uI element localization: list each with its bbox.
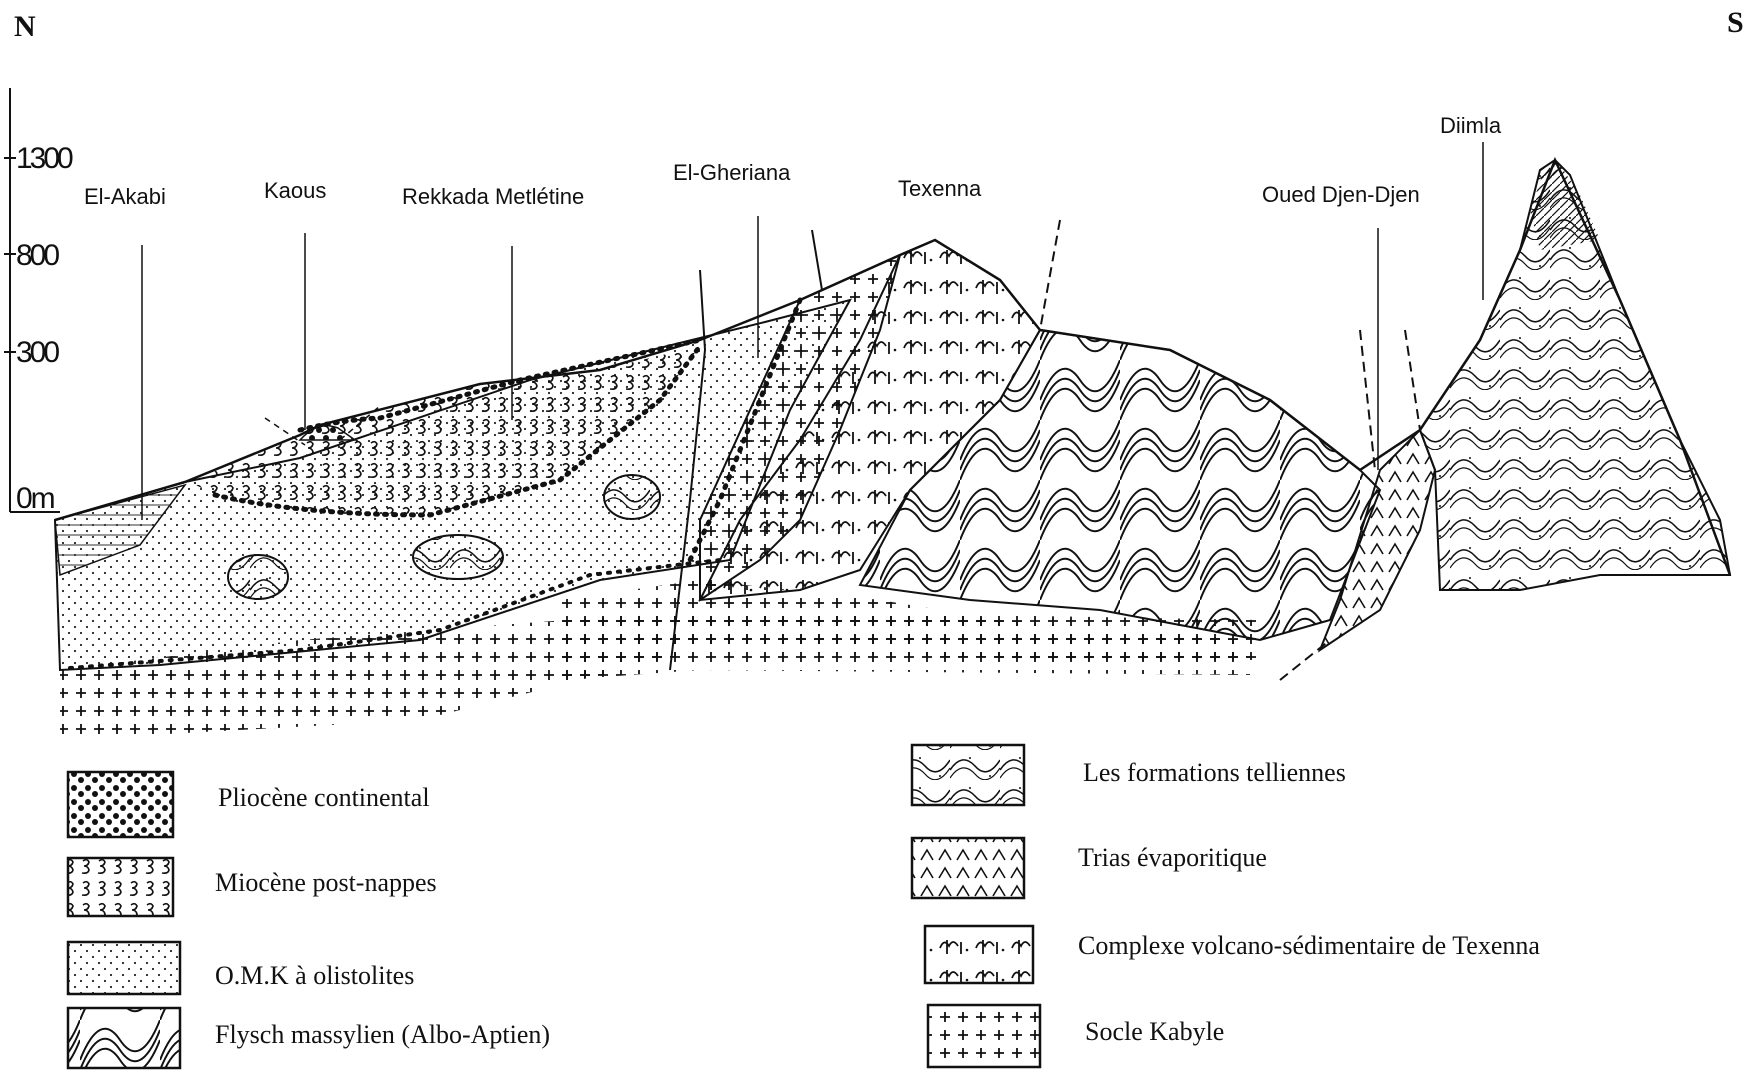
- olistolite: [604, 475, 660, 519]
- legend-label-texenna-complex: Complexe volcano-sédimentaire de Texenna: [1078, 931, 1540, 960]
- legend-swatch-texenna-complex: [925, 926, 1033, 983]
- olistolite: [413, 535, 503, 579]
- tick-label: 1300: [16, 142, 73, 175]
- tick-label: 300: [16, 336, 59, 369]
- location-label-el-akabi: El-Akabi: [84, 184, 166, 209]
- location-label-rekkada: Rekkada Metlétine: [402, 184, 584, 209]
- legend-label-omk: O.M.K à olistolites: [215, 961, 414, 990]
- location-label-djimla: Diimla: [1440, 113, 1502, 138]
- legend-label-trias: Trias évaporitique: [1078, 843, 1267, 872]
- fault-line-dashed: [1360, 330, 1375, 470]
- legend-swatch-trias: [912, 838, 1024, 898]
- legend-swatch-flysch: [68, 1008, 180, 1068]
- fault-line-dashed: [1040, 220, 1060, 330]
- legend-swatch-telliennes: [912, 745, 1024, 805]
- location-label-kaous: Kaous: [264, 178, 326, 203]
- fault-line-dashed: [1405, 330, 1420, 430]
- olistolite: [228, 555, 288, 599]
- fault-line-dashed: [1280, 640, 1330, 680]
- tick-label: 0m: [16, 482, 55, 515]
- tick-label: 800: [16, 239, 59, 272]
- north-label: N: [14, 10, 36, 43]
- legend-swatch-pliocene: [68, 772, 173, 837]
- location-label-el-gheriana: El-Gheriana: [673, 160, 791, 185]
- legend-swatch-socle: [928, 1005, 1040, 1067]
- location-label-texenna: Texenna: [898, 176, 982, 201]
- south-label: S: [1727, 6, 1744, 39]
- legend-swatch-omk: [68, 942, 180, 994]
- legend-label-miocene: Miocène post-nappes: [215, 868, 437, 897]
- cross-section-body: [55, 160, 1730, 740]
- legend-label-socle: Socle Kabyle: [1085, 1017, 1224, 1046]
- legend-swatch-miocene: [68, 858, 173, 916]
- location-label-oued-djen-djen: Oued Djen-Djen: [1262, 182, 1420, 207]
- legend-label-pliocene: Pliocène continental: [218, 783, 430, 812]
- legend-label-telliennes: Les formations telliennes: [1083, 758, 1346, 787]
- elevation-axis: 1300 800 300 0m: [4, 88, 73, 515]
- legend-label-flysch: Flysch massylien (Albo-Aptien): [215, 1020, 550, 1049]
- fault-line: [812, 230, 822, 290]
